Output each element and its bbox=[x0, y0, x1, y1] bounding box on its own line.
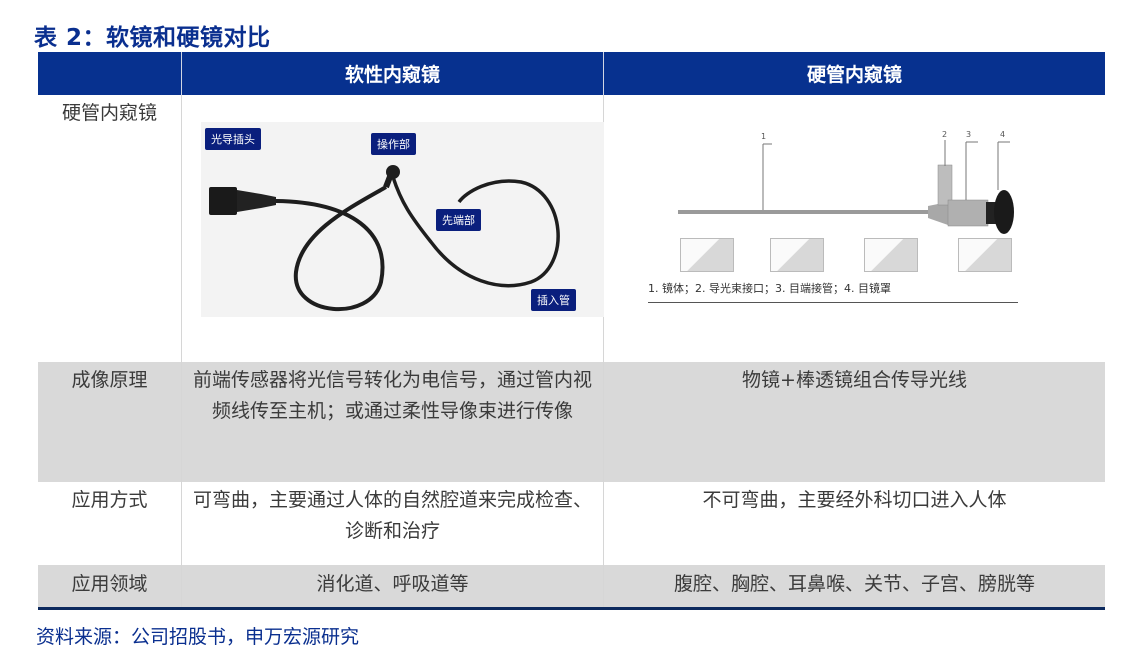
rigid-principle: 物镜+棒透镜组合传导光线 bbox=[742, 369, 967, 391]
flexible-principle: 前端传感器将光信号转化为电信号，通过管内视频线传至主机；或通过柔性导像束进行传像 bbox=[192, 369, 592, 422]
tag-light-guide-plug: 光导插头 bbox=[205, 128, 261, 150]
header-empty bbox=[38, 52, 182, 95]
row-label: 应用领域 bbox=[71, 573, 148, 595]
tag-insertion-tube: 插入管 bbox=[531, 289, 576, 311]
tag-distal-end: 先端部 bbox=[436, 209, 481, 231]
table-row-application-field: 应用领域 消化道、呼吸道等 腹腔、胸腔、耳鼻喉、关节、子宫、膀胱等 bbox=[38, 565, 1105, 607]
label-number-4: 4 bbox=[1000, 130, 1006, 139]
source-note: 资料来源：公司招股书，申万宏源研究 bbox=[36, 626, 360, 648]
row-label: 硬管内窥镜 bbox=[61, 102, 157, 124]
view-angle-45-icon bbox=[864, 238, 918, 272]
flexible-endoscope-image: 光导插头 操作部 先端部 插入管 bbox=[201, 122, 604, 317]
rigid-endoscope-image: 1 2 3 4 1. 镜体；2. 导光束接口；3. 目端接管；4. 目镜罩 bbox=[648, 130, 1028, 308]
flexible-method: 可弯曲，主要通过人体的自然腔道来完成检查、诊断和治疗 bbox=[192, 489, 592, 542]
view-angle-70-icon bbox=[958, 238, 1012, 272]
rigid-method: 不可弯曲，主要经外科切口进入人体 bbox=[702, 489, 1007, 511]
label-number-1: 1 bbox=[761, 132, 767, 141]
table-bottom-rule bbox=[38, 607, 1105, 610]
table-row-application-method: 应用方式 可弯曲，主要通过人体的自然腔道来完成检查、诊断和治疗 不可弯曲，主要经… bbox=[38, 482, 1105, 565]
row-label: 应用方式 bbox=[71, 489, 148, 511]
view-angle-0-icon bbox=[680, 238, 734, 272]
rigid-endoscope-drawing bbox=[678, 140, 1014, 234]
label-number-3: 3 bbox=[966, 130, 972, 139]
tag-control-section: 操作部 bbox=[371, 133, 416, 155]
header-rigid-endoscope: 硬管内窥镜 bbox=[603, 52, 1105, 95]
row-label: 成像原理 bbox=[71, 369, 148, 391]
view-angle-30-icon bbox=[770, 238, 824, 272]
rigid-endoscope-image-cell bbox=[603, 95, 1105, 362]
flexible-field: 消化道、呼吸道等 bbox=[316, 573, 469, 595]
label-number-2: 2 bbox=[942, 130, 948, 139]
table-title: 表 2：软镜和硬镜对比 bbox=[34, 25, 271, 51]
rigid-field: 腹腔、胸腔、耳鼻喉、关节、子宫、膀胱等 bbox=[673, 573, 1035, 595]
rigid-parts-caption: 1. 镜体；2. 导光束接口；3. 目端接管；4. 目镜罩 bbox=[648, 282, 891, 295]
table-header-row: 软性内窥镜 硬管内窥镜 bbox=[38, 52, 1105, 95]
table-row-imaging-principle: 成像原理 前端传感器将光信号转化为电信号，通过管内视频线传至主机；或通过柔性导像… bbox=[38, 362, 1105, 482]
header-flexible-endoscope: 软性内窥镜 bbox=[181, 52, 604, 95]
caption-underline bbox=[648, 302, 1018, 303]
flexible-endoscope-drawing bbox=[209, 165, 560, 312]
